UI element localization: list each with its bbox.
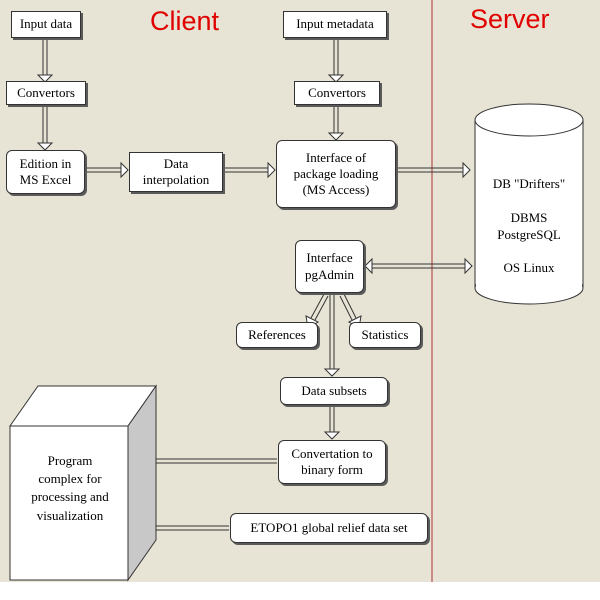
arrow-metadata-to-convertors xyxy=(327,40,345,83)
arrow-interpolation-to-loading xyxy=(224,161,276,179)
arrow-pgadmin-database-bidirectional xyxy=(364,257,473,275)
data-subsets-box: Data subsets xyxy=(280,377,388,405)
arrow-pgadmin-to-subsets xyxy=(323,294,341,377)
edition-excel-box: Edition in MS Excel xyxy=(6,150,85,194)
arrow-loading-to-database xyxy=(397,161,471,179)
arrow-convertors-to-loading xyxy=(327,106,345,141)
server-region-label: Server xyxy=(470,4,550,34)
input-metadata-box: Input metadata xyxy=(283,11,387,38)
arrow-subsets-to-convertation xyxy=(323,406,341,440)
convertation-binary-box: Convertation to binary form xyxy=(278,440,386,484)
database-cylinder xyxy=(474,103,584,305)
program-complex-cube xyxy=(9,384,157,582)
references-box: References xyxy=(236,322,318,348)
database-label: DB "Drifters" DBMS PostgreSQL OS Linux xyxy=(492,176,566,276)
convertors-left-box: Convertors xyxy=(6,81,86,105)
etopo1-dataset-box: ETOPO1 global relief data set xyxy=(230,513,428,543)
arrow-convertation-to-program xyxy=(141,452,277,470)
convertors-right-box: Convertors xyxy=(294,81,380,105)
input-data-box: Input data xyxy=(11,11,81,38)
arrow-input-to-convertors xyxy=(36,40,54,83)
program-complex-label: Program complex for processing and visua… xyxy=(31,453,109,523)
client-server-divider xyxy=(431,0,433,582)
client-region-label: Client xyxy=(150,6,220,36)
arrow-convertors-to-excel xyxy=(36,106,54,151)
statistics-box: Statistics xyxy=(349,322,421,348)
data-interpolation-box: Data interpolation xyxy=(129,152,223,192)
arrow-excel-to-interpolation xyxy=(86,161,129,179)
pgadmin-interface-box: Interface pgAdmin xyxy=(295,240,364,293)
diagram-canvas: Client Server xyxy=(0,0,600,582)
package-loading-interface-box: Interface of package loading (MS Access) xyxy=(276,140,396,208)
connector-layer xyxy=(9,40,584,582)
